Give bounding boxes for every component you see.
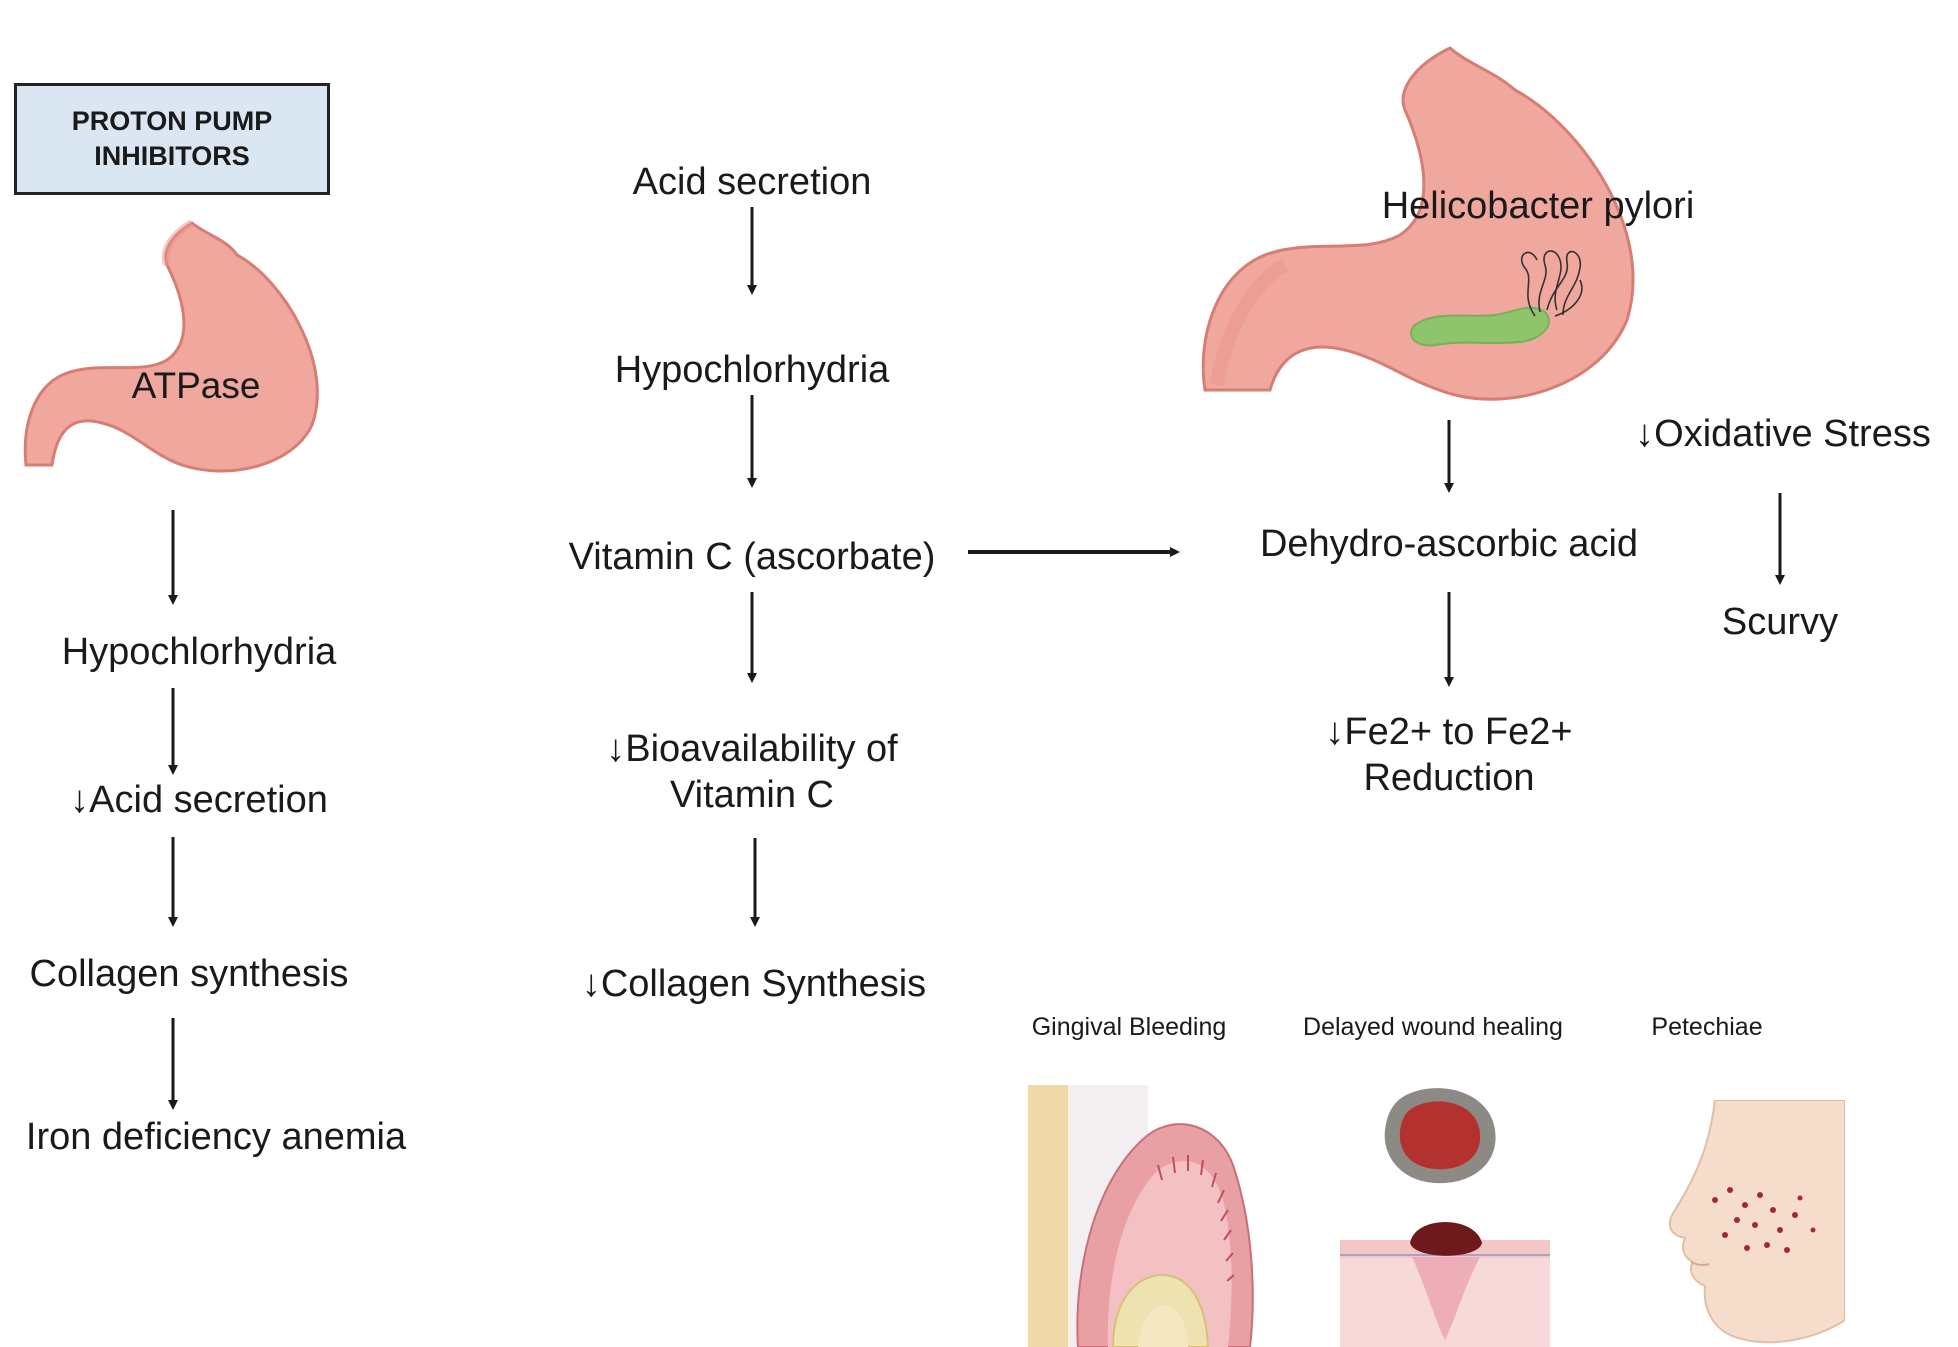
symptom-wound-label: Delayed wound healing xyxy=(1303,1013,1563,1041)
symptom-petechiae-label: Petechiae xyxy=(1651,1013,1763,1041)
wound-healing-icon xyxy=(1340,1088,1550,1347)
mid-step-bioavailability: ↓Bioavailability of Vitamin C xyxy=(606,728,898,816)
bacteria-icon xyxy=(1410,250,1583,347)
left-step-acid-secretion: ↓Acid secretion xyxy=(70,779,328,821)
gingival-bleeding-icon xyxy=(1028,1085,1254,1347)
ppi-box: PROTON PUMP INHIBITORS xyxy=(14,83,330,195)
fe-reduction-label: ↓Fe2+ to Fe2+ Reduction xyxy=(1325,711,1573,799)
mid-step-acid-secretion: Acid secretion xyxy=(632,161,872,203)
helicobacter-label: Helicobacter pylori xyxy=(1381,185,1695,227)
petechiae-face-icon xyxy=(1668,1100,1845,1344)
stomach-right-icon xyxy=(1201,46,1635,401)
dehydro-ascorbic-label: Dehydro-ascorbic acid xyxy=(1259,523,1639,565)
mid-step-collagen-synthesis: ↓Collagen Synthesis xyxy=(581,963,927,1005)
ppi-box-title: PROTON PUMP INHIBITORS xyxy=(71,105,273,171)
stomach-left-icon xyxy=(23,219,319,473)
left-step-iron-deficiency: Iron deficiency anemia xyxy=(25,1116,407,1158)
mid-step-hypochlorhydria: Hypochlorhydria xyxy=(614,349,890,391)
mid-step-vitamin-c: Vitamin C (ascorbate) xyxy=(568,536,936,578)
left-step-hypochlorhydria: Hypochlorhydria xyxy=(61,631,337,673)
atpase-label: ATPase xyxy=(131,365,261,406)
left-step-collagen-synthesis: Collagen synthesis xyxy=(29,953,349,995)
oxidative-stress-label: ↓Oxidative Stress xyxy=(1635,413,1931,455)
symptom-gingival-label: Gingival Bleeding xyxy=(1031,1013,1227,1041)
scurvy-label: Scurvy xyxy=(1721,601,1839,643)
